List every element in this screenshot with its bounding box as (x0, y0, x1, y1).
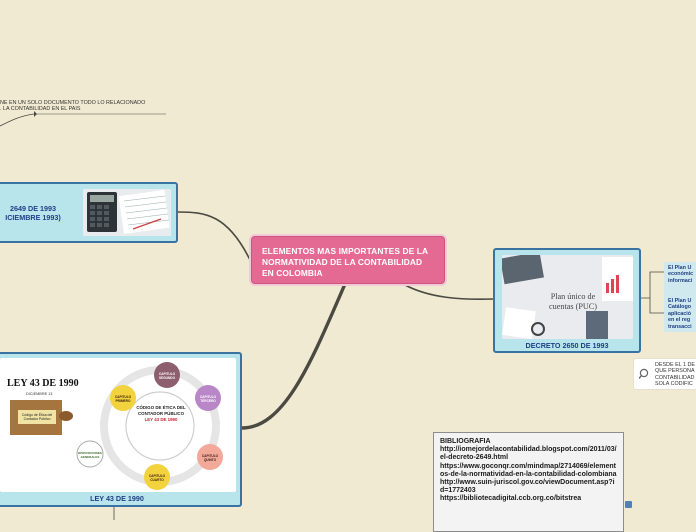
ley-43-infographic: LEY 43 DE 1990 DICIEMBRE 13 Código de Ét… (0, 358, 236, 492)
top-note: NE EN UN SOLO DOCUMENTO TODO LO RELACION… (0, 100, 145, 113)
laptop-documents-icon (502, 255, 633, 339)
decreto-2650-caption: DECRETO 2650 DE 1993 (525, 341, 609, 350)
puc-image-text-line-1: Plan único de (550, 292, 596, 301)
chapter-wheel (76, 362, 223, 490)
search-note-line-4: SOLA CODIFIC (655, 380, 693, 387)
central-topic-title: ELEMENTOS MAS IMPORTANTES DE LA NORMATIV… (262, 246, 428, 278)
wheel-center-line-1: CÓDIGO DE ÉTICA DEL (136, 405, 186, 410)
magnifier-icon (639, 368, 649, 379)
decreto-2649-line-1: 2649 DE 1993 (10, 204, 56, 213)
ley-43-caption: LEY 43 DE 1990 (90, 494, 144, 503)
decreto-2649-node[interactable]: 2649 DE 1993 ICIEMBRE 1993) (0, 182, 178, 243)
puc-image-text: Plan único de cuentas (PUC) (538, 292, 608, 312)
chapter-fifth: CAPITULO QUINTO (201, 454, 219, 462)
search-note-line-1: DESDE EL 1 DE (655, 362, 695, 368)
connector-to-ley-43 (241, 283, 347, 430)
bibliography-note[interactable]: BIBLIOGRAFIA http://iomejordelacontabili… (433, 432, 624, 532)
calculator-icon (83, 189, 171, 236)
search-note-line-2: QUE PERSONA (655, 368, 695, 375)
decreto-2649-label: 2649 DE 1993 ICIEMBRE 1993) (0, 204, 74, 222)
connector-to-decreto-2650 (404, 284, 495, 301)
bibliography-heading: BIBLIOGRAFIA (440, 438, 491, 445)
bibliography-entry-3: http://www.suin-juriscol.gov.co/viewDocu… (440, 479, 615, 495)
chapter-second: CAPITULO SEGUNDO (158, 372, 176, 380)
chapter-fourth: CAPITULO CUARTO (148, 474, 166, 482)
puc-notes[interactable]: El Plan U económic informaci El Plan U C… (664, 262, 696, 332)
connector-puc-notes (641, 271, 664, 314)
bibliography-entry-2: https://www.goconqr.com/mindmap/2714069/… (440, 462, 617, 478)
puc-note-second: El Plan U Catálogo aplicació en el reg t… (668, 298, 692, 330)
ley-43-image-subtitle: DICIEMBRE 13 (26, 392, 53, 396)
connector-to-decreto-2649 (177, 211, 252, 263)
arrow-head-icon (34, 111, 37, 117)
puc-note-second-line-1: El Plan U (668, 298, 692, 304)
puc-note-first-line-3: informaci (668, 277, 693, 284)
puc-note-first-line-2: económic (668, 271, 694, 278)
puc-note-second-line-5: transacci (668, 323, 692, 330)
decreto-2650-node[interactable]: Plan único de cuentas (PUC) DECRETO 2650… (493, 248, 641, 353)
puc-note-second-line-3: aplicació (668, 310, 692, 317)
chapter-general: DISPOSICIONES GENERALES (78, 451, 102, 459)
chapter-first: CAPITULO PRIMERO (114, 395, 132, 403)
bibliography-entry-1: http://iomejordelacontabilidad.blogspot.… (440, 446, 617, 462)
wheel-center-line-2: CONTADOR PÚBLICO (137, 410, 185, 416)
top-note-line-2: . LA CONTABILIDAD EN EL PAIS (0, 106, 81, 113)
ley-43-node[interactable]: LEY 43 DE 1990 DICIEMBRE 13 Código de Ét… (0, 352, 242, 507)
wheel-center-text: CÓDIGO DE ÉTICA DEL CONTADOR PÚBLICO LEY… (130, 405, 192, 422)
puc-note-first-line-1: El Plan U (668, 265, 692, 271)
code-book-label: Código de Ética del Contador Público (21, 413, 53, 421)
puc-note-second-line-2: Catálogo (668, 304, 692, 311)
puc-image-text-line-2: cuentas (PUC) (549, 302, 597, 311)
bibliography-entry-4: https://bibliotecadigital.ccb.org.co/bit… (440, 495, 582, 503)
central-topic[interactable]: ELEMENTOS MAS IMPORTANTES DE LA NORMATIV… (251, 236, 445, 284)
puc-note-second-line-4: en el reg (668, 317, 691, 324)
decreto-2649-line-2: ICIEMBRE 1993) (5, 212, 61, 222)
wheel-center-line-3: LEY 43 DE 1990 (144, 416, 178, 422)
connector-top-note (0, 113, 35, 127)
search-note[interactable]: DESDE EL 1 DE QUE PERSONA CONTABILIDAD S… (634, 359, 696, 389)
connector-lines (0, 111, 664, 520)
search-note-text: DESDE EL 1 DE QUE PERSONA CONTABILIDAD S… (655, 362, 695, 387)
ley-43-image-title: LEY 43 DE 1990 (7, 378, 79, 389)
expand-handle-icon[interactable] (625, 501, 632, 508)
chapter-third: CAPITULO TERCERO (199, 395, 217, 403)
code-book-photo: Código de Ética del Contador Público (10, 400, 62, 435)
puc-image: Plan único de cuentas (PUC) (502, 255, 633, 339)
top-note-line-1: NE EN UN SOLO DOCUMENTO TODO LO RELACION… (0, 100, 146, 106)
search-note-line-3: CONTABILIDAD (655, 374, 695, 381)
calculator-documents-image (83, 189, 171, 236)
gavel-icon (59, 411, 73, 421)
puc-note-first: El Plan U económic informaci (668, 265, 693, 284)
